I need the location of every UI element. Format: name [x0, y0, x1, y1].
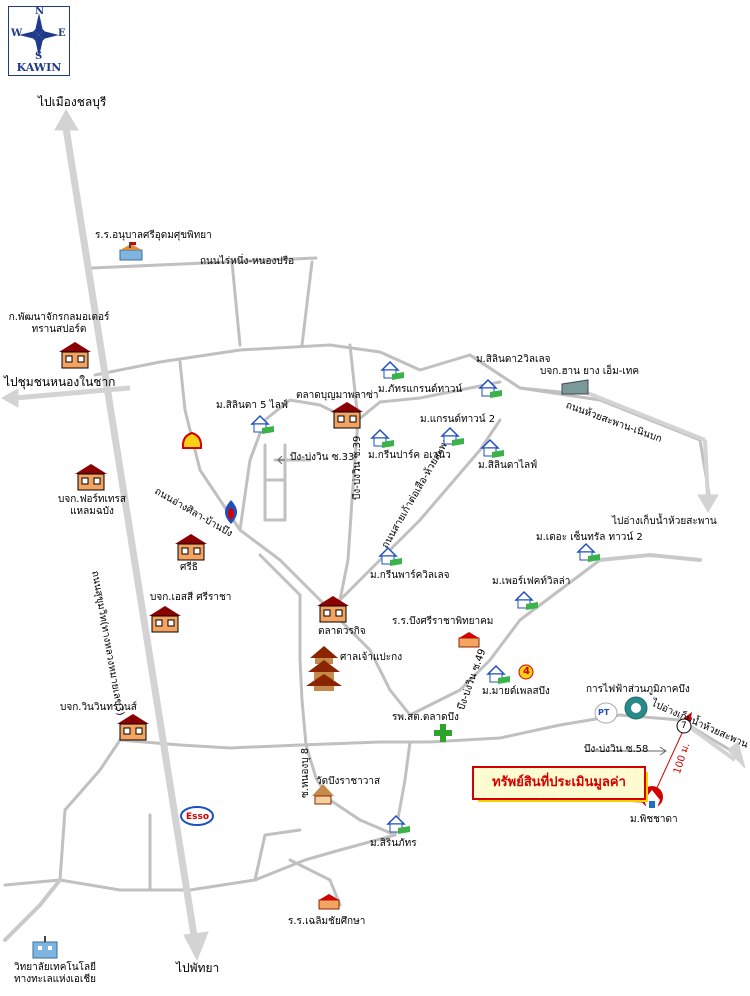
route-badge-4: 4 [523, 666, 530, 677]
compass-rose: N S W E KAWIN [8, 6, 70, 76]
market-house-icon [330, 400, 364, 430]
pea-icon [624, 696, 648, 720]
direction-arrows [0, 108, 746, 962]
village-icon [370, 426, 396, 450]
label-grand-town-2: ม.แกรนด์ทาวน์ 2 [420, 414, 496, 425]
village-icon [486, 662, 512, 686]
factory-house-icon [74, 462, 108, 492]
road-rai-nueng: ถนนไร่หนึ่ง-หนองปรือ [200, 256, 295, 267]
temple-icon [310, 782, 336, 806]
label-green-park-village: ม.กรีนพาร์ควิลเลจ [370, 570, 450, 581]
village-icon [250, 412, 276, 436]
road-soi-58: บึง-บ่งวิน ซ.58 [584, 744, 649, 755]
direction-reservoir-east: ไปอ่างเก็บน้ำห้วยสะพาน [612, 516, 717, 527]
label-sirinapat: ม.สิรินภัทร [370, 838, 417, 849]
label-silintha-2: ม.สิลินดา2วิลเลจ [476, 354, 551, 365]
esso-station-icon [180, 806, 214, 830]
label-bueng-school: ร.ร.บึงศรีราชาพิทยาคม [392, 616, 494, 627]
village-icon [386, 812, 412, 836]
school-icon [456, 630, 482, 654]
label-wat: วัดบึงราชาวาส [316, 776, 381, 787]
village-icon [440, 424, 466, 448]
label-ford: บจก.ฟอร์ทเทรส แหลมฉบัง [58, 494, 126, 517]
label-pitchada: ม.พิชชาดา [630, 814, 678, 825]
college-icon [30, 934, 58, 959]
market-house-icon [316, 594, 350, 624]
factory-house-icon [58, 340, 92, 370]
esso-logo-text: Esso [186, 812, 210, 822]
shell-station-icon [180, 430, 206, 454]
label-silintha-life: ม.สิลินดาไลฟ์ [478, 460, 538, 471]
label-pea: การไฟฟ้าส่วนภูมิภาคบึง [586, 684, 690, 695]
village-icon [478, 376, 504, 400]
direction-pattaya: ไปพัทยา [176, 961, 220, 975]
compass-east: E [58, 28, 66, 39]
brand-logo-text: KAWIN [16, 61, 62, 74]
compass-south: S [35, 51, 43, 62]
direction-chonburi: ไปเมืองชลบุรี [38, 95, 107, 109]
road-soi-33: บึง-บ่งวิน ซ.33 [290, 452, 355, 463]
factory-building-icon [560, 376, 589, 400]
road-network [3, 256, 732, 907]
pt-station-icon [594, 702, 618, 724]
village-icon [378, 544, 404, 568]
label-mind-place: ม.มายด์เพลสบึง [482, 686, 550, 697]
ptt-station-icon [218, 498, 244, 524]
compass-west: W [11, 28, 23, 39]
village-icon [380, 358, 406, 382]
village-icon [480, 436, 506, 460]
school-icon [118, 240, 144, 264]
label-phatkrand: ม.ภัทรแกรนด์ทาวน์ [378, 384, 463, 395]
route-badge-icon [518, 664, 534, 680]
label-perfect-villa: ม.เพอร์เฟคท์วิลล่า [492, 576, 571, 587]
direction-nong-nok-chak: ไปชุมชนหนองในชาก [4, 375, 116, 389]
label-winwin: บจก.วินวินทรานส์ [60, 702, 137, 713]
label-tech-college: วิทยาลัยเทคโนโลยี ทางทะเลแห่งเอเชีย [13, 962, 96, 985]
compass-north: N [35, 6, 45, 17]
label-hospital: รพ.สต.ตลาดบึง [392, 712, 459, 723]
label-chalerm-school: ร.ร.เฉลิมชัยศึกษา [288, 916, 366, 927]
label-shrine: ศาลเจ้าแปะกง [340, 652, 403, 663]
factory-house-icon [174, 532, 208, 562]
label-sriri: ศรีธิ [180, 562, 198, 573]
label-the-central: ม.เดอะ เซ็นทรัล ทาวน์ 2 [536, 532, 643, 543]
major-roads [3, 552, 702, 942]
label-phatthana-motor: ก.พัฒนาจักรกลมอเตอร์ ทรานสปอร์ต [8, 312, 110, 335]
road-soi-39: บึง-บ่งวิน ซ.39 [352, 435, 363, 500]
label-talat-worakit: ตลาดวรกิจ [318, 626, 366, 637]
subject-property-label: ทรัพย์สินที่ประเมินมูลค่า [472, 766, 646, 800]
route-badge-7: 7 [681, 721, 687, 731]
label-sst-sriracha: บจก.เอสสี ศรีราชา [150, 592, 232, 603]
route-badge-icon [676, 718, 692, 734]
compass-icon [19, 13, 59, 57]
school-icon [316, 892, 342, 916]
hospital-cross-icon [434, 724, 452, 742]
factory-house-icon [116, 712, 150, 742]
label-chan-yang: บจก.ฮาน ยาง เอ็ม-เทค [540, 366, 640, 377]
pagoda-icon [306, 644, 342, 692]
label-anuban-school: ร.ร.อนุบาลศรีอุดมศุขพิทยา [95, 230, 212, 241]
factory-house-icon [148, 604, 182, 634]
label-talat-boonma: ตลาดบุญมาพลาซ่า [296, 390, 379, 401]
label-green-park: ม.กรีนปาร์ค อเวนิว [368, 450, 451, 461]
label-silintha-5: ม.สิลินดา 5 ไลฟ์ [216, 400, 288, 411]
village-icon [576, 540, 602, 564]
village-icon [514, 588, 540, 612]
soi-33-pointer [277, 455, 667, 756]
pt-logo-text: PT [598, 708, 610, 717]
